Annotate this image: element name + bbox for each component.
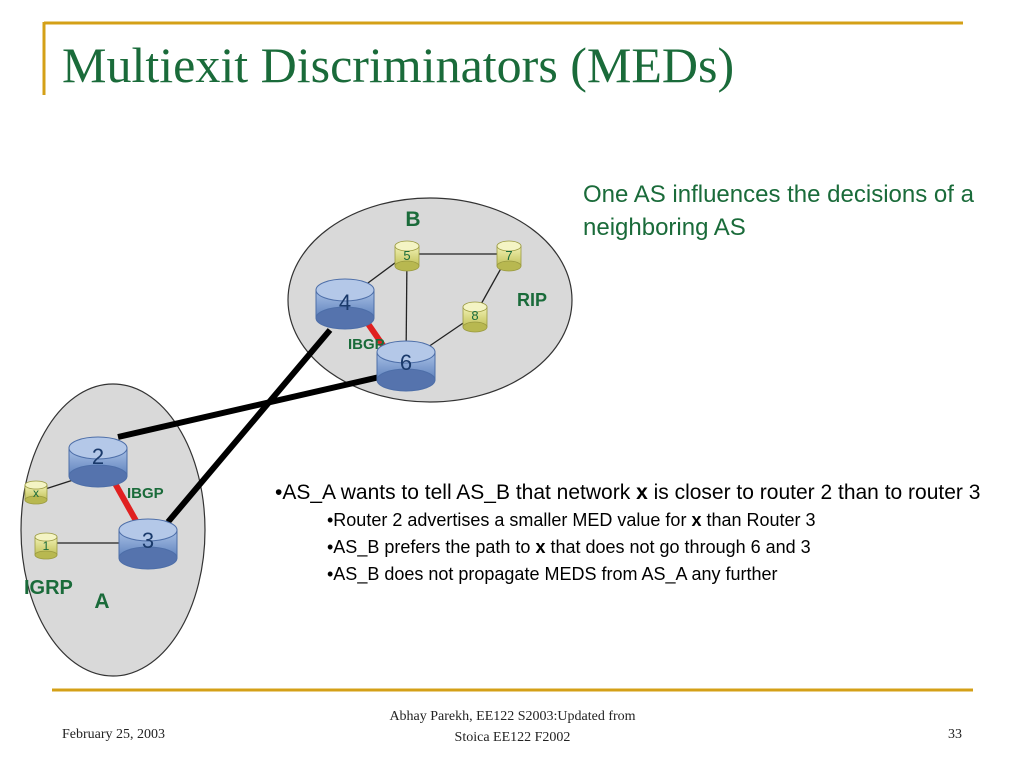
router-3: 3 xyxy=(118,518,178,570)
router-7: 7 xyxy=(496,240,522,272)
router-6: 6 xyxy=(376,340,436,392)
network-x: x xyxy=(24,480,48,505)
as-a-ibgp-label: IBGP xyxy=(127,485,164,502)
router-5-label: 5 xyxy=(403,248,410,263)
as-a-protocol-label: IGRP xyxy=(24,577,73,599)
bullet-sub-2: •AS_B prefers the path to x that does no… xyxy=(327,537,811,557)
router-2-label: 2 xyxy=(92,444,104,469)
as-a-label: A xyxy=(94,590,109,613)
as-a-cloud xyxy=(20,383,206,677)
bullet-list: •AS_A wants to tell AS_B that network x … xyxy=(275,478,995,588)
bullet-sub-1: •Router 2 advertises a smaller MED value… xyxy=(327,510,816,530)
router-4-label: 4 xyxy=(339,290,351,315)
bullet-sub-3: •AS_B does not propagate MEDS from AS_A … xyxy=(327,564,778,584)
footer-date: February 25, 2003 xyxy=(62,727,166,742)
router-5: 5 xyxy=(394,240,420,272)
bullet-main: •AS_A wants to tell AS_B that network x … xyxy=(275,481,981,504)
network-x-label: x xyxy=(33,486,39,500)
footer-page-number: 33 xyxy=(948,727,962,742)
router-8-label: 8 xyxy=(471,308,478,323)
footer-author-line-1: Abhay Parekh, EE122 S2003:Updated from xyxy=(389,709,636,724)
router-2: 2 xyxy=(68,436,128,488)
as-b-label: B xyxy=(405,208,420,231)
as-b-protocol-label: RIP xyxy=(517,290,547,310)
router-6-label: 6 xyxy=(400,350,412,375)
router-8: 8 xyxy=(462,301,488,333)
router-1: 1 xyxy=(34,532,58,560)
ebgp-link-3-4 xyxy=(165,328,333,524)
as-b-ibgp-label: IBGP xyxy=(348,336,385,353)
router-4: 4 xyxy=(315,278,375,330)
slide-subtitle: One AS influences the decisions of a nei… xyxy=(583,181,974,241)
ebgp-link-2-6 xyxy=(117,373,385,440)
router-3-label: 3 xyxy=(142,528,154,553)
router-7-label: 7 xyxy=(505,248,512,263)
router-1-label: 1 xyxy=(43,539,50,553)
footer-author: Abhay Parekh, EE122 S2003:Updated from S… xyxy=(340,706,685,748)
slide-title: Multiexit Discriminators (MEDs) xyxy=(62,37,735,93)
footer-author-line-2: Stoica EE122 F2002 xyxy=(454,730,571,745)
